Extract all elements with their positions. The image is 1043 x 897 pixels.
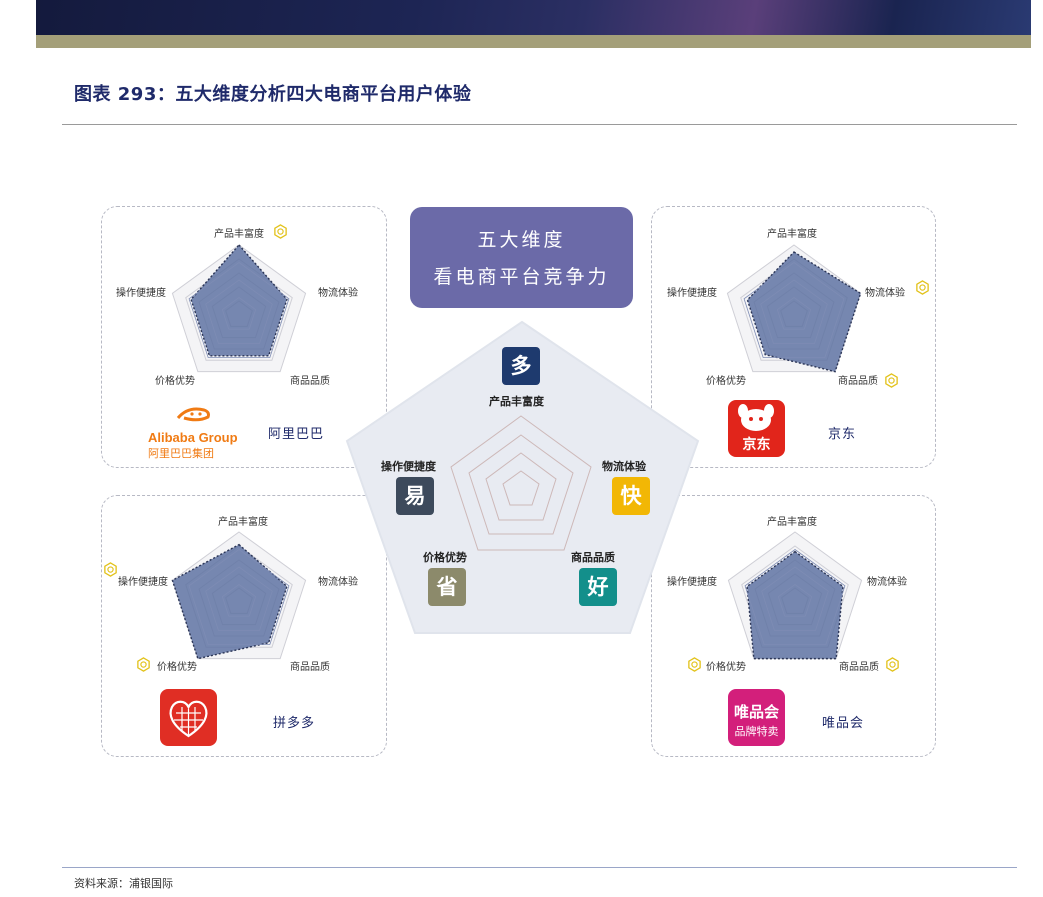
- card-vip: 产品丰富度 物流体验 商品品质 价格优势 操作便捷度 唯品会 品牌特卖 唯品会: [651, 495, 936, 757]
- radar-inner-ring: [221, 584, 257, 617]
- dimension-tile-speed: 快: [612, 477, 650, 515]
- radar-inner-ring: [221, 297, 257, 330]
- radar-inner-ring: [777, 584, 813, 617]
- alibaba-logo: Alibaba Group 阿里巴巴集团: [148, 404, 244, 460]
- axis-label: 操作便捷度: [667, 288, 717, 299]
- figure-title: 图表 293：五大维度分析四大电商平台用户体验: [74, 84, 472, 105]
- radar-inner-ring: [744, 549, 846, 645]
- radar-inner-ring: [743, 262, 845, 358]
- axis-label: 操作便捷度: [118, 577, 168, 588]
- advantage-badge-icon: [274, 224, 287, 239]
- header-banner: [36, 0, 1031, 48]
- jd-logo: 京东: [728, 400, 785, 457]
- radar-inner-ring: [761, 566, 829, 631]
- dimension-tile-ease: 易: [396, 477, 434, 515]
- platform-name: 唯品会: [822, 716, 865, 731]
- radar-grid-ring: [185, 258, 293, 361]
- center-subtitle: 看电商平台竞争力: [433, 266, 610, 288]
- axis-label: 产品丰富度: [214, 229, 264, 240]
- dimension-tile-price: 省: [428, 568, 466, 606]
- radar-vip: [727, 531, 863, 660]
- advantage-badge-icon: [104, 562, 117, 577]
- axis-label: 产品丰富度: [767, 517, 817, 528]
- axis-label: 价格优势: [706, 376, 746, 387]
- title-rule: [62, 124, 1017, 125]
- axis-label: 产品丰富度: [218, 517, 268, 528]
- axis-label: 产品丰富度: [767, 229, 817, 240]
- axis-label: 商品品质: [838, 376, 878, 387]
- dimension-tile-variety: 多: [502, 347, 540, 385]
- jd-dog-icon: [738, 404, 774, 431]
- axis-label: 操作便捷度: [116, 288, 166, 299]
- radar-inner-ring: [205, 279, 273, 344]
- radar-inner-ring: [188, 549, 290, 645]
- dimension-tile-quality: 好: [579, 568, 617, 606]
- axis-label: 物流体验: [867, 577, 907, 588]
- center-web: [450, 415, 592, 551]
- radar-alibaba: [171, 243, 307, 373]
- banner-gradient: [36, 0, 1031, 35]
- radar-inner-ring: [188, 262, 290, 358]
- dimension-label-price: 价格优势: [423, 551, 467, 564]
- radar-pdd: [171, 531, 307, 660]
- radar-jd: [726, 244, 862, 373]
- axis-label: 价格优势: [155, 376, 195, 387]
- axis-label: 物流体验: [318, 577, 358, 588]
- dimension-label-variety: 产品丰富度: [489, 395, 544, 408]
- advantage-badge-icon: [885, 373, 898, 388]
- alibaba-logo-en: Alibaba Group: [148, 430, 238, 445]
- alibaba-logo-cn: 阿里巴巴集团: [148, 447, 214, 460]
- center-title-box: 五大维度 看电商平台竞争力: [410, 207, 633, 308]
- source-note: 资料来源：浦银国际: [74, 877, 173, 890]
- radar-inner-ring: [760, 279, 828, 344]
- dimension-label-ease: 操作便捷度: [381, 460, 436, 473]
- center-title: 五大维度: [477, 229, 566, 251]
- axis-label: 价格优势: [706, 662, 746, 673]
- advantage-badge-icon: [886, 657, 899, 672]
- radar-inner-ring: [776, 297, 812, 330]
- axis-label: 物流体验: [318, 288, 358, 299]
- axis-label: 商品品质: [839, 662, 879, 673]
- axis-label: 商品品质: [290, 662, 330, 673]
- advantage-badge-icon: [137, 657, 150, 672]
- dimension-label-quality: 商品品质: [571, 551, 615, 564]
- axis-label: 操作便捷度: [667, 577, 717, 588]
- vip-logo-text: 唯品会: [733, 703, 779, 721]
- pdd-heart-icon: [169, 700, 208, 738]
- platform-name: 拼多多: [273, 716, 316, 731]
- radar-score-area: [190, 243, 288, 357]
- radar-score-area: [746, 251, 862, 373]
- axis-label: 商品品质: [290, 376, 330, 387]
- card-alibaba: 产品丰富度 物流体验 商品品质 价格优势 操作便捷度 Alibaba Group…: [101, 206, 387, 468]
- card-jd: 产品丰富度 物流体验 商品品质 价格优势 操作便捷度 京东 京东: [651, 206, 936, 468]
- advantage-badge-icon: [688, 657, 701, 672]
- center-pentagon: [345, 320, 700, 634]
- jd-logo-text: 京东: [742, 437, 771, 453]
- radar-score-area: [746, 550, 844, 660]
- vip-logo-subtext: 品牌特卖: [734, 725, 779, 738]
- axis-label: 价格优势: [157, 662, 197, 673]
- advantage-badge-icon: [916, 280, 929, 295]
- banner-stripe: [36, 35, 1031, 48]
- footer-rule: [62, 867, 1017, 868]
- radar-inner-ring: [205, 566, 273, 631]
- platform-name: 京东: [828, 427, 857, 442]
- axis-label: 物流体验: [865, 288, 905, 299]
- dimension-label-speed: 物流体验: [602, 460, 646, 473]
- alibaba-smile-icon: [176, 407, 210, 422]
- platform-name: 阿里巴巴: [268, 427, 325, 442]
- pdd-logo: [160, 689, 217, 746]
- card-pdd: 产品丰富度 物流体验 商品品质 价格优势 操作便捷度 拼多多: [101, 495, 387, 757]
- vip-logo: 唯品会 品牌特卖: [728, 689, 785, 746]
